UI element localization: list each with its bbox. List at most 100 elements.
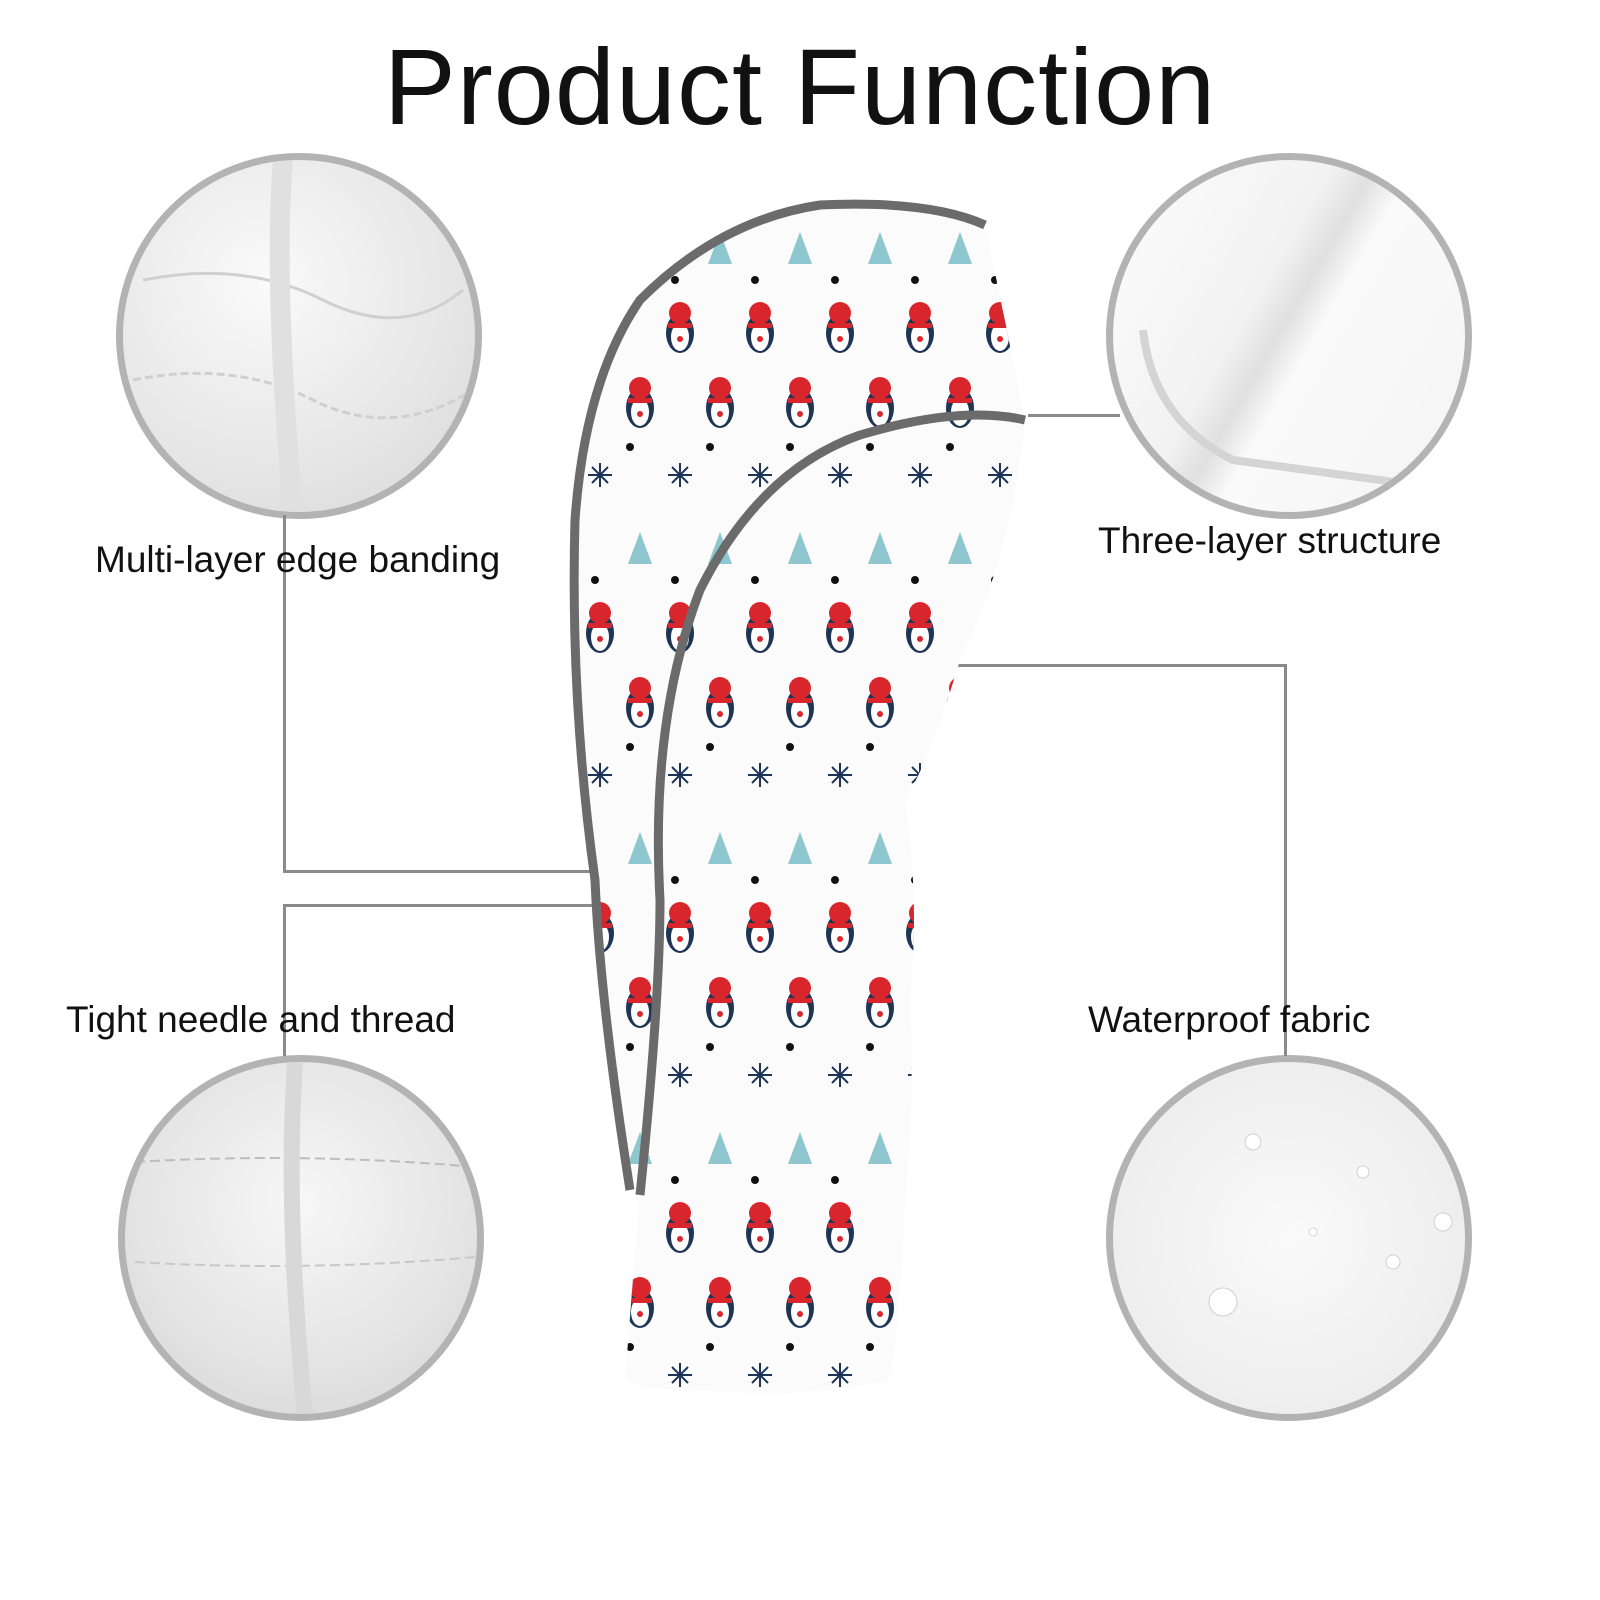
penguin-motif — [906, 1202, 934, 1253]
penguin-motif — [786, 977, 814, 1028]
tree-motif — [948, 1132, 999, 1184]
snowflake-motif — [828, 1343, 874, 1387]
penguin-motif — [666, 1202, 694, 1253]
penguin-motif — [906, 902, 934, 953]
headcover-body — [574, 204, 1025, 1394]
tree-motif — [868, 232, 919, 284]
penguin-motif — [866, 1277, 894, 1328]
snowflake-motif — [668, 443, 714, 487]
tree-motif — [628, 1132, 679, 1184]
detail-image-stitching — [118, 1055, 484, 1421]
snowflake-motif — [988, 1063, 1012, 1087]
penguin-motif — [706, 377, 734, 428]
connector-line — [283, 870, 593, 873]
snowflake-motif — [828, 1043, 874, 1087]
connector-line — [1284, 664, 1287, 1056]
tree-motif — [708, 532, 759, 584]
feature-label-stitching: Tight needle and thread — [66, 999, 456, 1040]
layer-edge — [1139, 329, 1454, 494]
tree-motif — [708, 1132, 759, 1184]
snowflake-motif — [668, 1343, 714, 1387]
snowflake-motif — [588, 1343, 634, 1387]
penguin-motif — [626, 977, 654, 1028]
penguin-motif — [826, 602, 854, 653]
penguin-motif — [786, 1277, 814, 1328]
penguin-motif — [586, 1202, 614, 1253]
snowflake-motif — [588, 443, 634, 487]
detail-image-edge-banding — [116, 153, 482, 519]
penguin-motif — [906, 602, 934, 653]
snowflake-motif — [668, 743, 714, 787]
penguin-pattern — [546, 232, 1014, 1387]
tree-motif — [628, 232, 679, 284]
penguin-motif — [986, 302, 1014, 353]
penguin-motif — [746, 302, 774, 353]
penguin-motif — [946, 977, 974, 1028]
edge-trim — [569, 199, 987, 1191]
detail-image-three-layer — [1106, 153, 1472, 519]
penguin-motif — [786, 677, 814, 728]
penguin-motif — [626, 377, 654, 428]
penguin-motif — [946, 677, 974, 728]
penguin-motif — [586, 902, 614, 953]
penguin-motif — [586, 602, 614, 653]
penguin-motif — [666, 902, 694, 953]
tree-motif — [868, 532, 919, 584]
tree-motif — [868, 1132, 919, 1184]
water-droplets — [1208, 1133, 1453, 1317]
tree-motif — [948, 532, 999, 584]
penguin-motif — [706, 1277, 734, 1328]
snowflake-motif — [748, 743, 794, 787]
penguin-motif — [986, 1202, 1014, 1253]
tree-motif — [591, 276, 599, 284]
tree-motif — [788, 532, 839, 584]
feature-label-three-layer: Three-layer structure — [1098, 520, 1442, 561]
tree-motif — [868, 832, 919, 884]
snowflake-motif — [748, 1343, 794, 1387]
feature-label-waterproof: Waterproof fabric — [1088, 999, 1371, 1040]
tree-motif — [628, 532, 679, 584]
tree-motif — [708, 832, 759, 884]
penguin-motif — [546, 977, 574, 1028]
snowflake-motif — [908, 443, 954, 487]
tree-motif — [591, 1176, 599, 1184]
penguin-motif — [586, 302, 614, 353]
tree-motif — [628, 832, 679, 884]
tree-motif — [948, 232, 999, 284]
snowflake-motif — [908, 1343, 954, 1387]
penguin-motif — [986, 602, 1014, 653]
penguin-motif — [946, 377, 974, 428]
penguin-motif — [986, 902, 1014, 953]
penguin-motif — [706, 977, 734, 1028]
stitch-line — [134, 1062, 476, 1414]
penguin-motif — [866, 377, 894, 428]
page-title: Product Function — [383, 26, 1217, 147]
penguin-motif — [746, 1202, 774, 1253]
penguin-motif — [666, 602, 694, 653]
tree-motif — [948, 832, 999, 884]
detail-image-waterproof — [1106, 1055, 1472, 1421]
tree-motif — [788, 232, 839, 284]
snowflake-motif — [988, 763, 1012, 787]
connector-line — [283, 904, 593, 907]
tree-motif — [591, 576, 599, 584]
snowflake-motif — [908, 743, 954, 787]
penguin-motif — [826, 1202, 854, 1253]
snowflake-motif — [988, 463, 1012, 487]
penguin-motif — [826, 302, 854, 353]
penguin-motif — [866, 677, 894, 728]
penguin-motif — [546, 377, 574, 428]
penguin-motif — [546, 1277, 574, 1328]
penguin-motif — [786, 377, 814, 428]
connector-line — [1028, 414, 1120, 417]
penguin-motif — [666, 302, 694, 353]
connector-line — [945, 664, 1287, 667]
snowflake-motif — [588, 743, 634, 787]
snowflake-motif — [668, 1043, 714, 1087]
penguin-motif — [946, 1277, 974, 1328]
tree-motif — [591, 876, 599, 884]
penguin-motif — [626, 1277, 654, 1328]
snowflake-motif — [988, 1363, 1012, 1387]
tree-motif — [788, 832, 839, 884]
